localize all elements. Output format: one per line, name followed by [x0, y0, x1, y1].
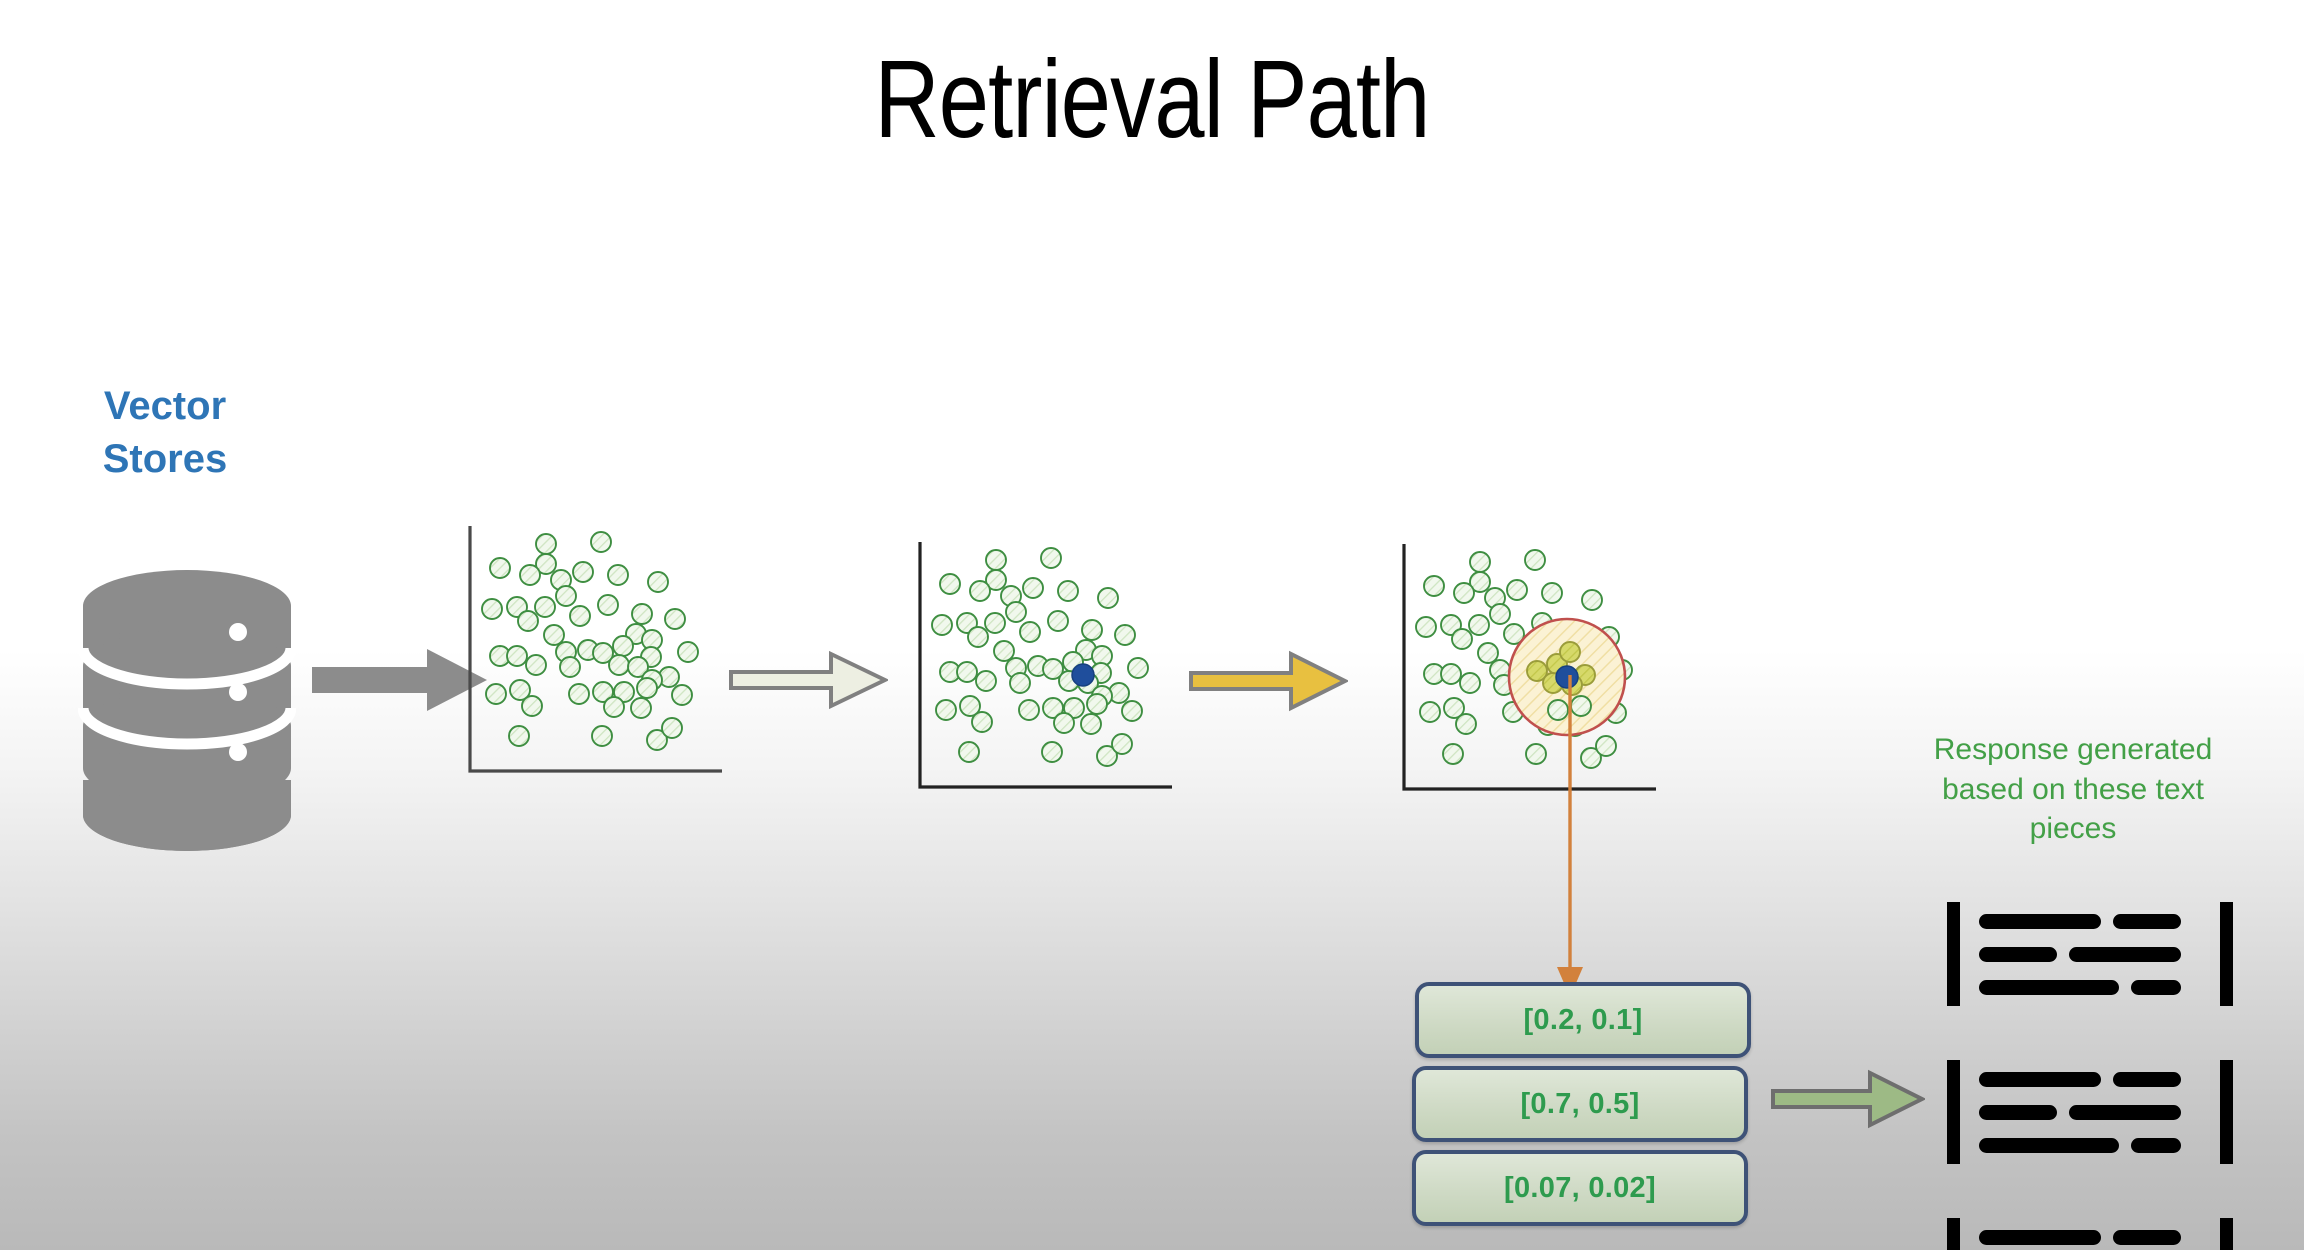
vector-stores-label-line2: Stores [102, 436, 228, 481]
database-cylinder-icon [77, 570, 297, 860]
vector-stores-label: Vector Stores [60, 380, 270, 486]
page-title: Retrieval Path [874, 38, 1430, 161]
arrow-highlight-to-vectors [1540, 675, 1600, 1000]
scatter-plot-embedding-space-nearest-neighbors [1400, 540, 1665, 800]
retrieved-vector-label: [0.07, 0.02] [1504, 1171, 1656, 1204]
db-led-dot [229, 623, 247, 641]
response-caption: Response generated based on these text p… [1933, 733, 2213, 846]
arrow-db-to-plot1 [312, 645, 487, 715]
text-block-icon [1945, 1058, 2235, 1170]
retrieved-vector-box[interactable]: [0.07, 0.02] [1412, 1150, 1748, 1226]
arrow-vectors-to-text [1770, 1068, 1927, 1130]
vector-stores-label-line1: Vector [103, 384, 227, 428]
arrow-plot1-to-plot2 [728, 648, 890, 712]
query-vector-dot [1071, 663, 1095, 687]
arrow-plot2-to-plot3 [1188, 648, 1350, 714]
retrieved-vector-label: [0.7, 0.5] [1520, 1087, 1640, 1120]
scatter-plot-embedding-space-with-query [916, 538, 1181, 798]
retrieved-vector-box[interactable]: [0.7, 0.5] [1412, 1066, 1748, 1142]
retrieved-vector-box[interactable]: [0.2, 0.1] [1415, 982, 1751, 1058]
db-led-dot [229, 743, 247, 761]
text-block-icon [1945, 900, 2235, 1012]
retrieved-vector-label: [0.2, 0.1] [1523, 1003, 1643, 1036]
nearest-neighbor-dot [1559, 641, 1581, 663]
db-led-dot [229, 683, 247, 701]
query-vector-dot [1555, 665, 1579, 689]
text-block-icon [1945, 1216, 2235, 1250]
nearest-neighbor-dot [1526, 660, 1548, 682]
scatter-plot-embedding-space-all [466, 522, 731, 782]
